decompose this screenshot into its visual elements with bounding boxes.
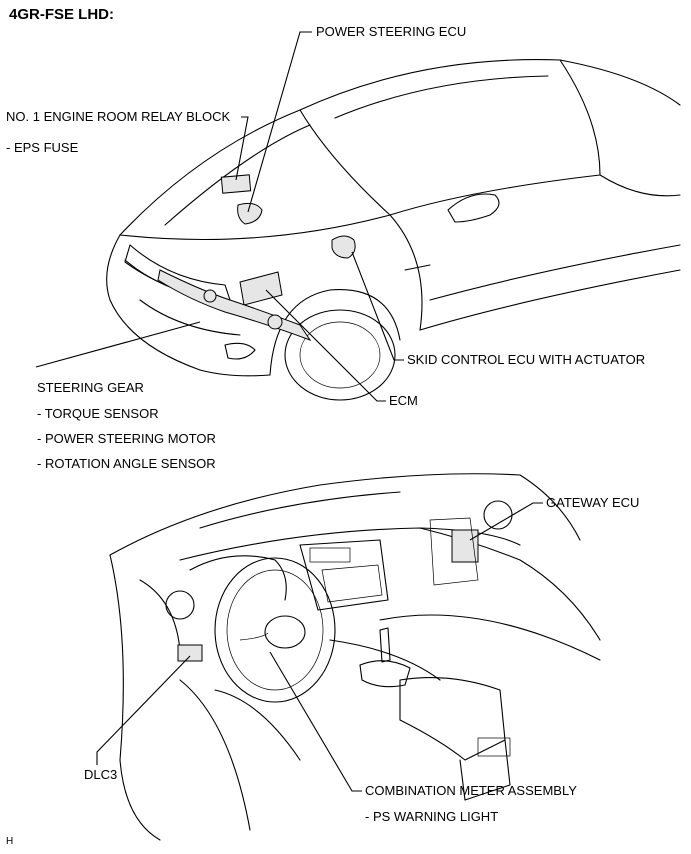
label-rotation-angle-sensor: - ROTATION ANGLE SENSOR — [37, 456, 216, 471]
lower-leader-lines — [96, 502, 543, 792]
label-ps-motor: - POWER STEERING MOTOR — [37, 431, 216, 446]
label-gateway-ecu: GATEWAY ECU — [546, 495, 640, 510]
label-ecm: ECM — [389, 393, 418, 408]
label-relay-block: NO. 1 ENGINE ROOM RELAY BLOCK — [6, 109, 231, 124]
car-exterior-drawing — [106, 59, 681, 401]
label-steering-gear: STEERING GEAR — [37, 380, 144, 395]
interior-drawing — [109, 473, 601, 841]
label-dlc3: DLC3 — [84, 767, 118, 782]
label-skid-control-ecu: SKID CONTROL ECU WITH ACTUATOR — [407, 352, 646, 367]
label-torque-sensor: - TORQUE SENSOR — [37, 406, 159, 421]
label-eps-fuse: - EPS FUSE — [6, 140, 79, 155]
footer-code: H — [6, 836, 14, 847]
page-title: 4GR-FSE LHD: — [9, 6, 114, 23]
label-power-steering-ecu: POWER STEERING ECU — [316, 24, 467, 39]
label-combination-meter: COMBINATION METER ASSEMBLY — [365, 783, 577, 798]
label-ps-warning-light: - PS WARNING LIGHT — [365, 809, 499, 824]
upper-leader-lines — [35, 31, 404, 402]
